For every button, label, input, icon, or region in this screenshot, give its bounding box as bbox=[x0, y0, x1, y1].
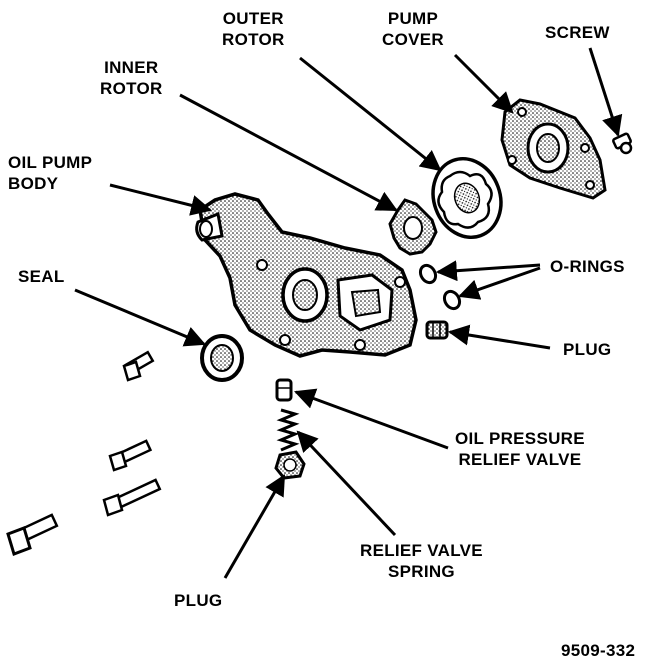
outer-rotor-part bbox=[431, 157, 503, 239]
bolt-1-part bbox=[122, 350, 155, 382]
plug-bottom-part bbox=[274, 450, 306, 480]
label-plug-right: PLUG bbox=[563, 340, 612, 359]
screw-part bbox=[612, 132, 633, 155]
arrow-inner-rotor bbox=[179, 93, 398, 212]
label-oil-pressure-relief-valve: OIL PRESSURE RELIEF VALVE bbox=[455, 429, 585, 469]
arrow-outer-rotor bbox=[299, 56, 442, 172]
arrow-oil-pump-body bbox=[109, 183, 213, 216]
plug-right-part bbox=[425, 320, 449, 340]
figure-number: 9509-332 bbox=[561, 641, 636, 660]
arrow-o-ring-1 bbox=[435, 260, 541, 282]
label-plug-bottom: PLUG bbox=[174, 591, 223, 610]
arrow-seal bbox=[74, 288, 206, 347]
label-o-rings: O-RINGS bbox=[550, 257, 625, 276]
arrow-relief-spring bbox=[296, 430, 397, 537]
oil-pressure-relief-valve-part bbox=[275, 378, 293, 402]
label-relief-valve-spring: RELIEF VALVE SPRING bbox=[360, 541, 483, 581]
label-screw: SCREW bbox=[545, 23, 610, 42]
arrow-screw bbox=[588, 47, 623, 137]
oil-pump-body-part bbox=[195, 192, 418, 358]
arrow-plug-right bbox=[447, 324, 551, 350]
label-seal: SEAL bbox=[18, 267, 65, 286]
relief-valve-spring-part bbox=[276, 408, 300, 452]
bolt-3-part bbox=[102, 478, 162, 517]
label-inner-rotor: INNER ROTOR bbox=[100, 58, 163, 98]
label-pump-cover: PUMP COVER bbox=[382, 9, 444, 49]
arrow-o-ring-2 bbox=[458, 266, 541, 300]
label-oil-pump-body: OIL PUMP BODY bbox=[8, 153, 93, 193]
bolt-4-part bbox=[6, 513, 59, 556]
pump-cover-part bbox=[500, 98, 607, 200]
label-outer-rotor: OUTER ROTOR bbox=[222, 9, 285, 49]
arrow-plug-bottom bbox=[223, 474, 286, 579]
arrow-relief-valve bbox=[294, 388, 449, 450]
bolt-2-part bbox=[108, 439, 153, 472]
inner-rotor-part bbox=[388, 198, 438, 256]
seal-part bbox=[200, 334, 244, 382]
leader-lines bbox=[74, 47, 623, 579]
arrow-pump-cover bbox=[453, 53, 514, 114]
